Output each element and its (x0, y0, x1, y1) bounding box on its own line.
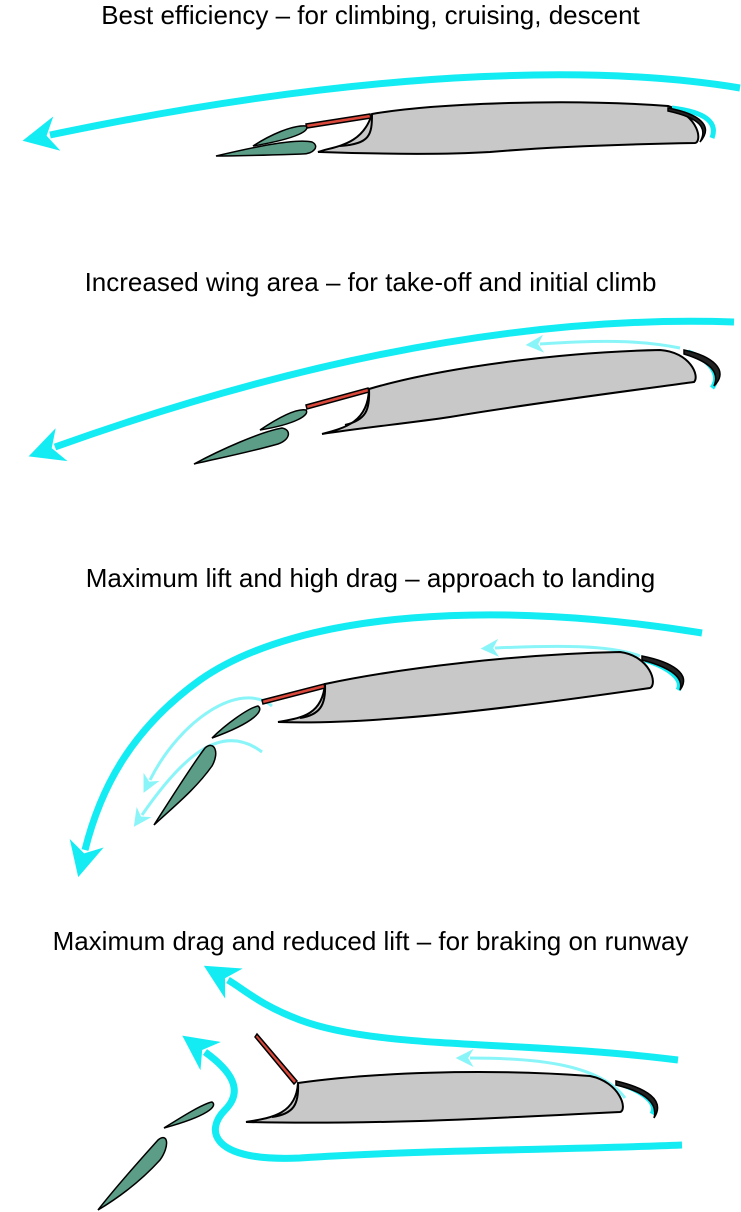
caption-maximum-drag: Maximum drag and reduced lift – for brak… (52, 926, 689, 956)
slot-flow-arrow-2 (133, 739, 263, 827)
spoiler-deployed (254, 1032, 299, 1086)
slot-flow-arrow-1 (143, 696, 273, 793)
krueger-flap (667, 107, 707, 143)
upper-surface-flow-arrow (525, 334, 681, 353)
krueger-flap (641, 655, 685, 691)
spoiler (305, 387, 370, 410)
panel-maximum-lift (69, 611, 703, 878)
slat-front (211, 705, 261, 739)
main-wing (245, 1071, 624, 1124)
slat-rear (215, 140, 317, 157)
flap-gap-line (339, 113, 373, 147)
main-wing (277, 650, 654, 724)
main-wing (317, 101, 700, 155)
upper-surface-flow-arrow (455, 1049, 627, 1099)
slat-front (252, 125, 308, 147)
main-airflow-arrow (69, 611, 703, 878)
caption-maximum-lift: Maximum lift and high drag – approach to… (85, 563, 656, 593)
krueger-flap (615, 1080, 659, 1119)
spoiler (261, 683, 326, 705)
krueger-flap (683, 349, 721, 387)
panel-increased-wing-area (28, 317, 735, 465)
panel-best-efficiency (22, 71, 741, 157)
panel-maximum-drag (97, 965, 683, 1211)
upper-surface-flow-arrow (480, 638, 641, 658)
slat-front (259, 409, 308, 431)
caption-best-efficiency: Best efficiency – for climbing, cruising… (101, 0, 640, 30)
flap-gap-line (299, 683, 327, 719)
slat-rear (153, 744, 217, 826)
main-airflow-arrow (22, 71, 741, 151)
slat-rear (97, 1137, 168, 1211)
leading-edge-flow (671, 105, 716, 139)
caption-increased-wing-area: Increased wing area – for take-off and i… (84, 267, 657, 297)
slat-rear (193, 427, 290, 465)
main-wing (321, 348, 697, 435)
flap-gap-line (271, 1082, 300, 1118)
lower-airflow-arrow (182, 1035, 683, 1162)
slat-front (163, 1101, 215, 1129)
upper-airflow-arrow (203, 965, 679, 1064)
flap-gap-line (344, 388, 371, 426)
spoiler (305, 113, 372, 129)
main-airflow-arrow (28, 317, 735, 462)
